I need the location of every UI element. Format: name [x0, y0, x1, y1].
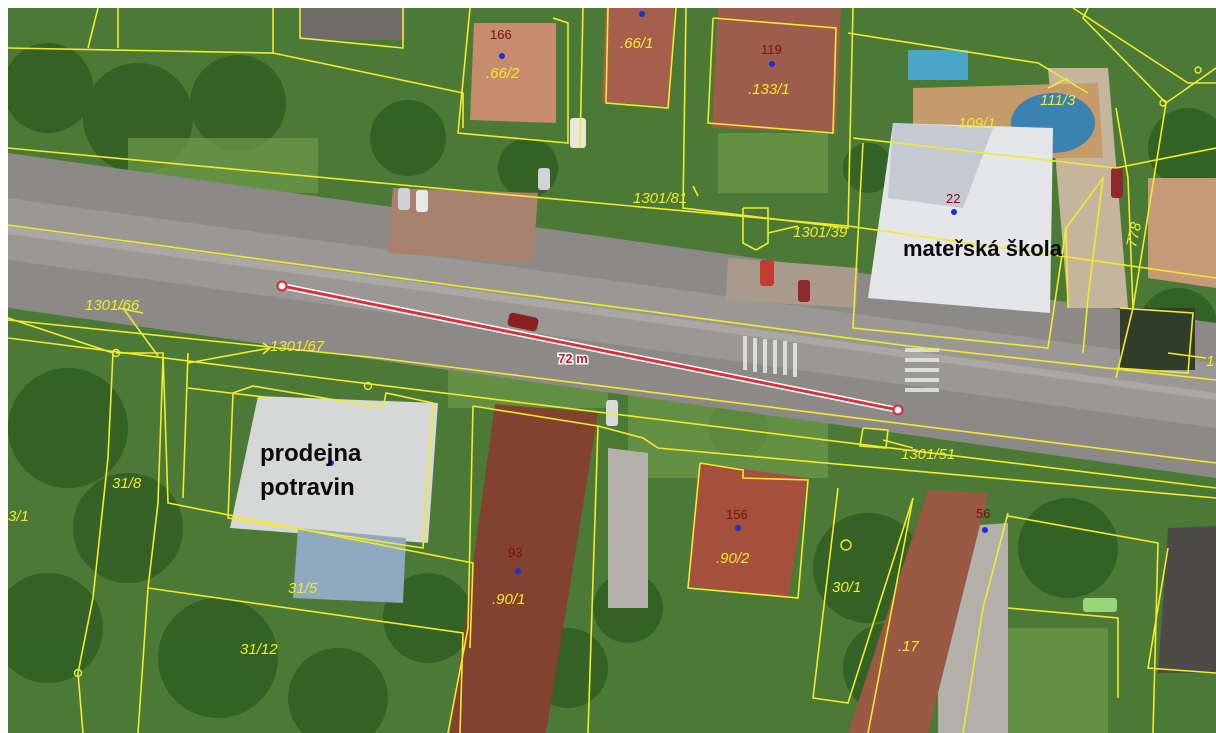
- building-number: 166: [490, 27, 512, 42]
- poi-label-grocery-line1: prodejna: [260, 440, 362, 467]
- parcel-labels: .66/2 .66/1 .133/1 109/1 111/3 1301/81 1…: [8, 35, 1214, 658]
- parcel-label: 30/1: [832, 579, 861, 596]
- parcel-label: 1301/66: [85, 297, 140, 314]
- parcel-label: .66/2: [486, 65, 520, 82]
- parcel-label: 1301/39: [793, 224, 848, 241]
- building-points: [328, 11, 988, 574]
- building-number: 56: [976, 506, 990, 521]
- building-number: 119: [761, 42, 782, 57]
- aerial-base: [8, 8, 1216, 733]
- map-canvas: 72 m .66/2 .66/1 .133/1 109/1 111/3 1301…: [8, 8, 1216, 733]
- boundary-points: [73, 66, 1202, 678]
- parcel-label: 1301/67: [270, 338, 325, 355]
- parcel-label: 31/5: [288, 580, 318, 597]
- parcel-label: .133/1: [748, 81, 790, 98]
- building-number: 22: [946, 191, 960, 206]
- parcel-label: 3/1: [8, 508, 29, 525]
- parcel-label: 31/8: [112, 475, 142, 492]
- building-number: 156: [726, 507, 748, 522]
- distance-measurement[interactable]: 72 m: [276, 280, 904, 416]
- measure-line-core: [281, 284, 899, 412]
- poi-labels: mateřská škola prodejna potravin: [260, 236, 1063, 501]
- measure-start-handle[interactable]: [276, 280, 288, 292]
- parcel-label: .90/2: [716, 550, 750, 567]
- building-number: 93: [508, 545, 522, 560]
- parcel-label: 1301/51: [901, 446, 955, 463]
- measure-end-handle[interactable]: [892, 404, 904, 416]
- parcel-label: 1: [1206, 353, 1214, 370]
- measure-distance-label: 72 m: [558, 351, 588, 366]
- poi-label-grocery-line2: potravin: [260, 474, 355, 501]
- parcel-label: .17: [898, 638, 920, 655]
- parcel-label: .90/1: [492, 591, 525, 608]
- parcel-label: .66/1: [620, 35, 653, 52]
- building-numbers: 166 119 22 93 156 56: [490, 27, 990, 560]
- parcel-label: 1301/81: [633, 190, 687, 207]
- cadastral-map[interactable]: 72 m .66/2 .66/1 .133/1 109/1 111/3 1301…: [8, 8, 1216, 733]
- parcel-label: 109/1: [958, 115, 996, 132]
- parcel-label: 31/12: [240, 641, 278, 658]
- parcel-boundaries: [8, 8, 1216, 733]
- poi-label-kindergarten: mateřská škola: [903, 236, 1063, 261]
- parcel-label: 778: [1123, 220, 1145, 249]
- parcel-label: 111/3: [1040, 92, 1076, 109]
